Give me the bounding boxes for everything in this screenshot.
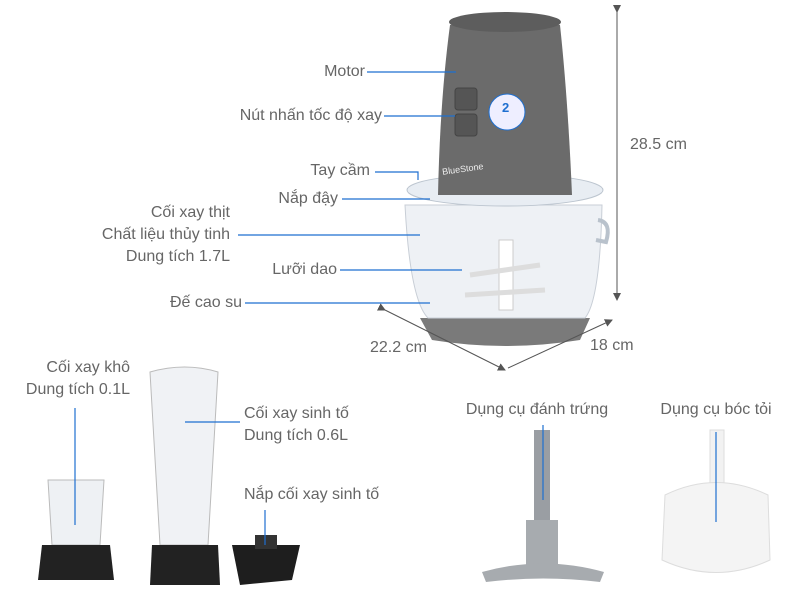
speed-button-1: [454, 87, 478, 111]
speed-button-2: [454, 113, 478, 137]
smoothie-lid-image: [232, 535, 300, 585]
warranty-badge: [488, 93, 526, 131]
dimension-lines: [376, 5, 621, 371]
dry-mill-capacity: Dung tích 0.1L: [25, 381, 130, 398]
label-motor: Motor: [324, 63, 365, 80]
smoothie-cup-name: Cối xay sinh tố: [244, 405, 349, 422]
label-rubber-base: Đế cao su: [169, 294, 242, 311]
label-meat-bowl: Cối xay thịt Chất liệu thủy tinh Dung tí…: [102, 202, 230, 268]
label-dry-mill: Cối xay khô Dung tích 0.1L: [26, 357, 130, 401]
garlic-peeler-image: [661, 429, 771, 573]
label-blade: Lưỡi dao: [272, 261, 337, 278]
label-width: 22.2 cm: [370, 339, 427, 356]
smoothie-cup-capacity: Dung tích 0.6L: [244, 427, 349, 444]
bowl-handle: [595, 218, 610, 245]
label-handle: Tay cầm: [310, 162, 370, 179]
dry-mill-name: Cối xay khô: [46, 359, 130, 376]
meat-bowl-name: Cối xay thịt: [150, 204, 230, 221]
label-egg-whisk: Dụng cụ đánh trứng: [465, 401, 609, 418]
label-depth: 18 cm: [590, 337, 634, 354]
smoothie-cup-image: [149, 366, 220, 585]
label-smoothie-cup: Cối xay sinh tố Dung tích 0.6L: [244, 403, 349, 447]
label-height: 28.5 cm: [630, 136, 687, 153]
warranty-number: 2: [502, 100, 510, 115]
label-lid: Nắp đậy: [278, 190, 338, 207]
label-garlic-peeler: Dụng cụ bóc tỏi: [660, 401, 772, 418]
dry-mill-image: [38, 479, 114, 580]
egg-whisk-image: [482, 430, 604, 582]
meat-bowl-material: Chất liệu thủy tinh: [101, 226, 230, 243]
meat-bowl-capacity: Dung tích 1.7L: [125, 248, 230, 265]
chopper-image: [404, 12, 610, 346]
leader-lines: [74, 71, 717, 545]
label-smoothie-lid: Nắp cối xay sinh tố: [244, 486, 380, 503]
label-speed-buttons: Nút nhấn tốc độ xay: [239, 107, 382, 124]
